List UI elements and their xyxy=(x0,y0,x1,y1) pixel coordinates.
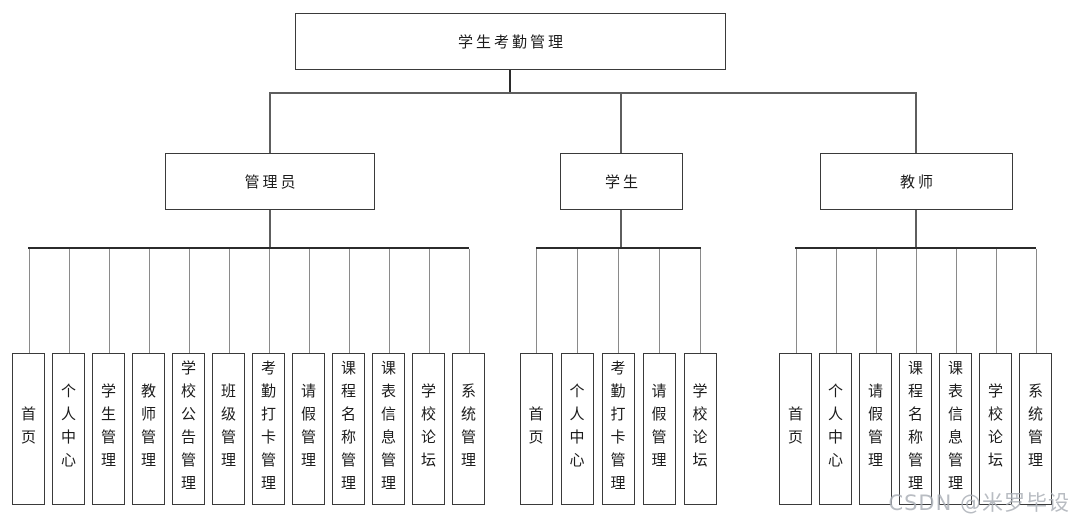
connector-branch-vertical xyxy=(269,210,271,247)
connector-leaf-drop xyxy=(1035,249,1037,353)
leaf-node-label: 请假管理 xyxy=(866,383,884,475)
connector-leaf-drop xyxy=(915,249,917,353)
leaf-node-label: 请假管理 xyxy=(299,383,317,475)
leaf-node: 请假管理 xyxy=(859,353,892,505)
connector-leaf-drop xyxy=(795,249,797,353)
leaf-node: 学校公告管理 xyxy=(172,353,205,505)
leaf-node-label: 首页 xyxy=(19,406,37,452)
connector-drop-teacher xyxy=(915,94,917,153)
leaf-node: 学生管理 xyxy=(92,353,125,505)
connector-leaf-drop xyxy=(428,249,430,353)
connector-leaf-drop xyxy=(348,249,350,353)
connector-leaf-drop xyxy=(955,249,957,353)
connector-leaf-drop xyxy=(188,249,190,353)
leaf-node: 考勤打卡管理 xyxy=(601,353,635,505)
connector-leaf-drop xyxy=(835,249,837,353)
node-teacher-label: 教师 xyxy=(899,173,936,191)
leaf-node-label: 个人中心 xyxy=(826,383,844,475)
leaf-node-label: 学校论坛 xyxy=(986,383,1004,475)
leaf-node: 请假管理 xyxy=(642,353,676,505)
connector-leaf-drop xyxy=(995,249,997,353)
connector-leaf-drop xyxy=(388,249,390,353)
connector-drop-student xyxy=(620,94,622,153)
leaf-node: 个人中心 xyxy=(819,353,852,505)
leaf-node: 学校论坛 xyxy=(412,353,445,505)
leaf-node-label: 学生管理 xyxy=(99,383,117,475)
connector-leaf-drop xyxy=(536,249,537,353)
leaf-node: 课表信息管理 xyxy=(372,353,405,505)
connector-leaf-drop xyxy=(28,249,30,353)
connector-level1-bus xyxy=(269,92,917,94)
leaf-node-label: 学校论坛 xyxy=(419,383,437,475)
leaf-node: 班级管理 xyxy=(212,353,245,505)
connector-root-vertical xyxy=(509,70,511,93)
connector-branch-vertical xyxy=(620,210,622,247)
leaf-node: 首页 xyxy=(519,353,553,505)
node-root-label: 学生考勤管理 xyxy=(457,33,566,51)
connector-leaf-drop xyxy=(68,249,70,353)
connector-branch-vertical xyxy=(915,210,917,247)
connector-leaf-drop xyxy=(618,249,619,353)
leaf-node-label: 系统管理 xyxy=(459,383,477,475)
leaf-node-label: 学校论坛 xyxy=(690,383,709,475)
leaf-node-label: 班级管理 xyxy=(219,383,237,475)
connector-leaf-drop xyxy=(148,249,150,353)
node-root: 学生考勤管理 xyxy=(295,13,726,70)
leaf-node: 课程名称管理 xyxy=(899,353,932,505)
leaf-node: 首页 xyxy=(779,353,812,505)
leaf-node-label: 考勤打卡管理 xyxy=(259,360,277,498)
leaf-node-label: 首页 xyxy=(526,406,545,452)
leaf-node-label: 课表信息管理 xyxy=(946,360,964,498)
leaf-node-label: 个人中心 xyxy=(59,383,77,475)
connector-branch-bus xyxy=(28,247,469,249)
node-student: 学生 xyxy=(560,153,683,210)
leaf-node-label: 学校公告管理 xyxy=(179,360,197,498)
node-student-label: 学生 xyxy=(604,173,641,191)
connector-leaf-drop xyxy=(577,249,578,353)
leaf-node-label: 课程名称管理 xyxy=(339,360,357,498)
connector-leaf-drop xyxy=(875,249,877,353)
connector-leaf-drop xyxy=(108,249,110,353)
leaf-node-label: 教师管理 xyxy=(139,383,157,475)
connector-leaf-drop xyxy=(700,249,701,353)
connector-branch-bus xyxy=(795,247,1036,249)
connector-leaf-drop xyxy=(228,249,230,353)
leaf-node: 教师管理 xyxy=(132,353,165,505)
connector-leaf-drop xyxy=(308,249,310,353)
connector-drop-admin xyxy=(269,94,271,153)
leaf-node: 请假管理 xyxy=(292,353,325,505)
leaf-node: 课程名称管理 xyxy=(332,353,365,505)
connector-leaf-drop xyxy=(659,249,660,353)
leaf-node: 考勤打卡管理 xyxy=(252,353,285,505)
leaf-node-label: 考勤打卡管理 xyxy=(608,360,627,498)
leaf-node: 课表信息管理 xyxy=(939,353,972,505)
leaf-node-label: 请假管理 xyxy=(649,383,668,475)
connector-leaf-drop xyxy=(468,249,470,353)
leaf-node: 系统管理 xyxy=(452,353,485,505)
leaf-node: 首页 xyxy=(12,353,45,505)
node-admin-label: 管理员 xyxy=(244,173,299,191)
connector-leaf-drop xyxy=(268,249,270,353)
leaf-node: 系统管理 xyxy=(1019,353,1052,505)
leaf-node-label: 课程名称管理 xyxy=(906,360,924,498)
leaf-node: 学校论坛 xyxy=(979,353,1012,505)
node-teacher: 教师 xyxy=(820,153,1013,210)
connector-branch-bus xyxy=(535,247,701,249)
node-admin: 管理员 xyxy=(165,153,375,210)
leaf-node: 学校论坛 xyxy=(683,353,717,505)
leaf-node-label: 系统管理 xyxy=(1026,383,1044,475)
leaf-node-label: 首页 xyxy=(786,406,804,452)
leaf-node-label: 个人中心 xyxy=(567,383,586,475)
leaf-node-label: 课表信息管理 xyxy=(379,360,397,498)
leaf-node: 个人中心 xyxy=(560,353,594,505)
leaf-node: 个人中心 xyxy=(52,353,85,505)
